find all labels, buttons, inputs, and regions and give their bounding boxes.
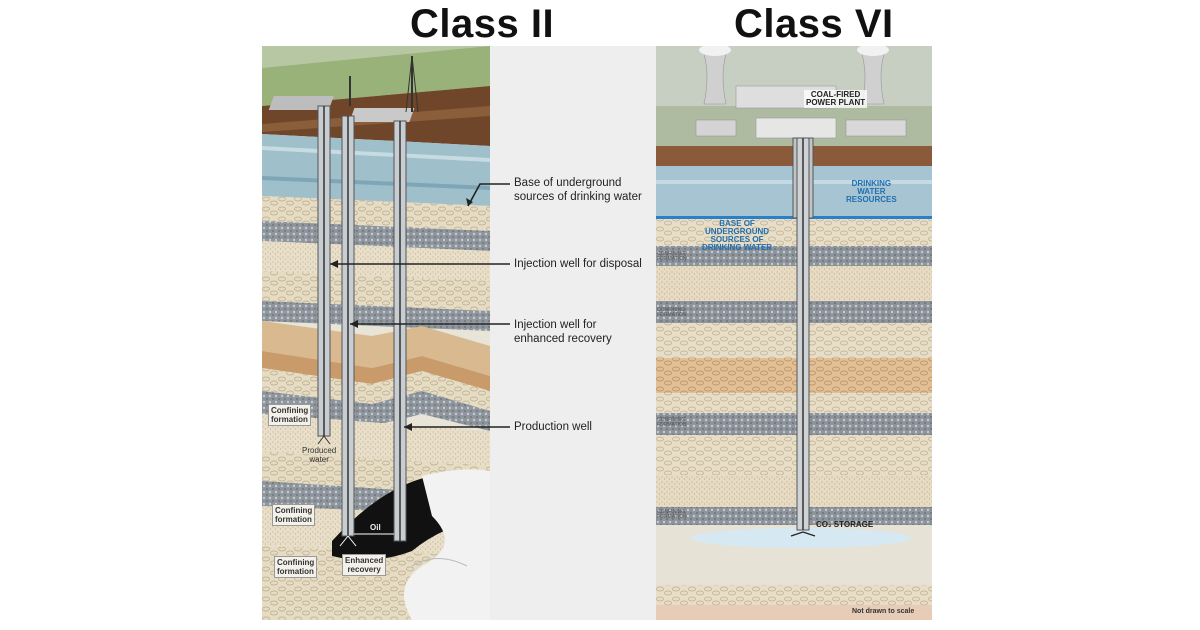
usdw-label: BASE OF UNDERGROUND SOURCES OF DRINKING … — [702, 220, 772, 252]
co2-storage-label: CO₂ STORAGE — [816, 520, 874, 529]
confining-formation-label-a: CONFINING FORMATION — [657, 252, 687, 262]
power-plant-label: COAL-FIRED POWER PLANT — [804, 90, 868, 108]
class-ii-title: Class II — [410, 2, 555, 46]
confining-formation-label-1: Confining formation — [268, 404, 312, 426]
conf-a-line2: FORMATION — [657, 256, 687, 262]
conf-c-line1: CONFINING — [657, 417, 686, 423]
drinking-water-label: DRINKING WATER RESOURCES — [846, 180, 897, 204]
conf-c-line2: FORMATION — [657, 422, 687, 428]
confining-formation-label-c: CONFINING FORMATION — [657, 418, 687, 428]
conf-d-line1: CONFINING — [657, 509, 686, 515]
recovery-line2: enhanced recovery — [514, 333, 612, 345]
production-callout: Production well — [514, 421, 592, 433]
usdw-callout: Base of underground sources of drinking … — [514, 176, 642, 204]
drinking-line3: RESOURCES — [846, 195, 897, 204]
vi-usdw-line3: SOURCES OF — [710, 235, 764, 244]
callout-background — [488, 46, 656, 620]
class-ii-illustration — [262, 46, 490, 620]
class-ii-diagram: Confining formation Produced water Confi… — [262, 46, 490, 620]
confining-formation-label-d: CONFINING FORMATION — [657, 510, 687, 520]
not-to-scale-note: Not drawn to scale — [852, 608, 915, 615]
confining-formation-label-b: CONFINING FORMATION — [657, 308, 687, 318]
class-vi-title: Class VI — [734, 2, 894, 46]
class-vi-illustration — [656, 46, 932, 620]
recovery-line1: Injection well for — [514, 319, 597, 331]
produced-line2: water — [309, 455, 329, 464]
confining-1-line1: Confining — [271, 406, 309, 415]
power-plant-line1: COAL-FIRED — [810, 90, 861, 99]
vi-usdw-line1: BASE OF — [719, 219, 755, 228]
conf-d-line2: FORMATION — [657, 514, 687, 520]
usdw-line2: sources of drinking water — [514, 191, 642, 203]
class-vi-diagram: COAL-FIRED POWER PLANT DRINKING WATER RE… — [656, 46, 932, 620]
conf-a-line1: CONFINING — [657, 251, 686, 257]
disposal-callout: Injection well for disposal — [514, 258, 642, 270]
oil-label: Oil — [370, 523, 381, 532]
confining-formation-label-2: Confining formation — [272, 504, 316, 526]
confining-1-line2: formation — [271, 415, 308, 424]
recovery-callout: Injection well for enhanced recovery — [514, 318, 612, 346]
enhanced-line2: recovery — [347, 565, 381, 574]
confining-3-line2: formation — [277, 567, 314, 576]
confining-3-line1: Confining — [277, 558, 315, 567]
drinking-line1: DRINKING — [851, 179, 892, 188]
produced-line1: Produced — [302, 446, 337, 455]
usdw-line1: Base of underground — [514, 177, 622, 189]
vi-usdw-line4: DRINKING WATER — [702, 243, 773, 252]
drinking-line2: WATER — [857, 187, 886, 196]
conf-b-line2: FORMATION — [657, 312, 687, 318]
confining-2-line1: Confining — [275, 506, 313, 515]
enhanced-line1: Enhanced — [345, 556, 384, 565]
conf-b-line1: CONFINING — [657, 307, 686, 313]
confining-formation-label-3: Confining formation — [274, 556, 318, 578]
produced-water-label: Produced water — [302, 446, 336, 464]
enhanced-recovery-label: Enhanced recovery — [342, 554, 387, 576]
power-plant-line2: POWER PLANT — [806, 98, 866, 107]
confining-2-line2: formation — [275, 515, 312, 524]
vi-usdw-line2: UNDERGROUND — [705, 227, 770, 236]
